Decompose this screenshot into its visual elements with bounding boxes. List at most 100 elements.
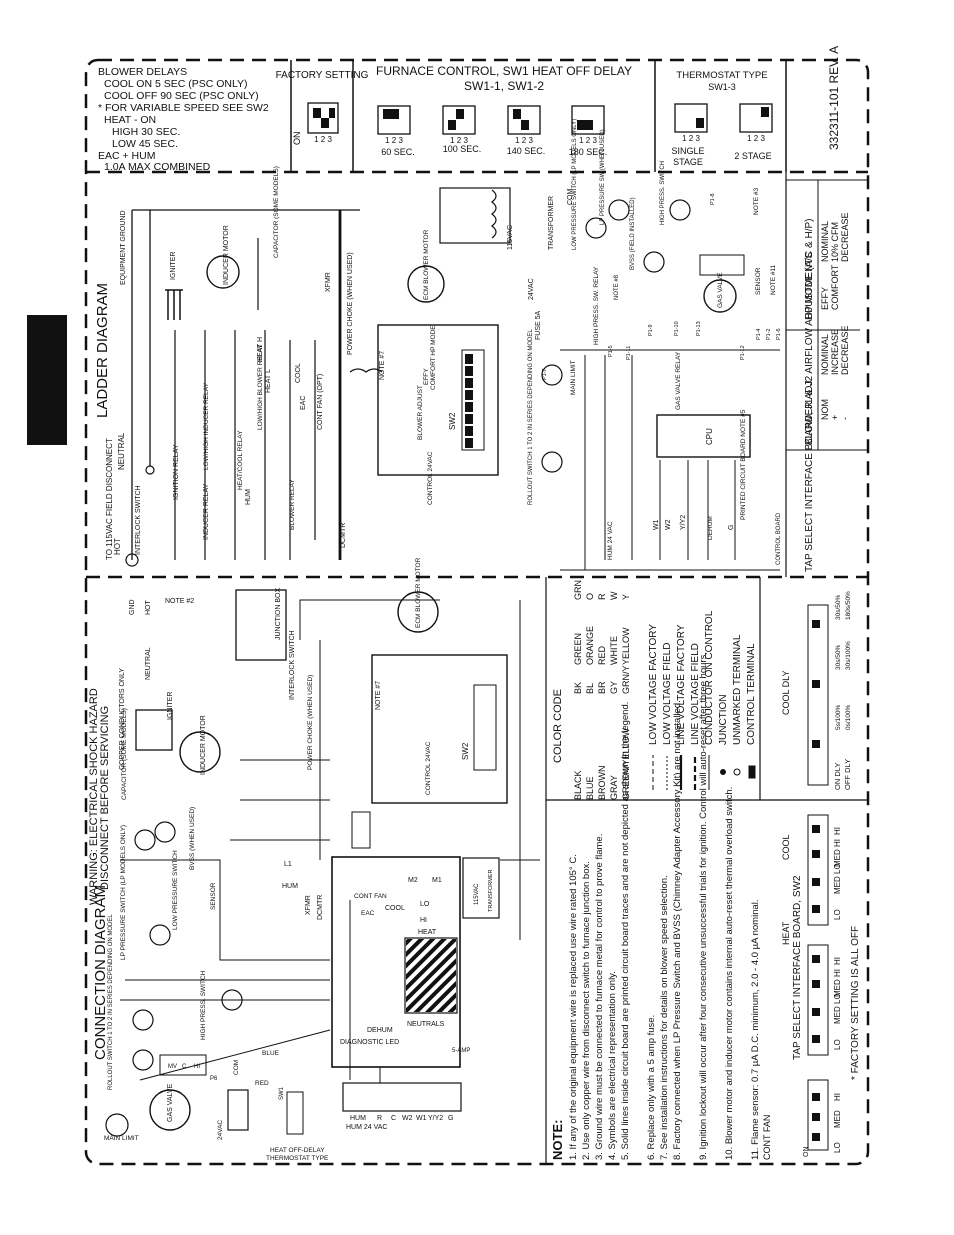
- svg-text:0s/100%: 0s/100%: [845, 704, 852, 730]
- delay-dip-100: 1 2 3 100 SEC.: [442, 105, 481, 154]
- svg-text:BK: BK: [573, 682, 583, 694]
- svg-text:30s/50%: 30s/50%: [835, 594, 842, 620]
- svg-text:DECREASE: DECREASE: [840, 325, 850, 375]
- svg-text:BL: BL: [585, 683, 595, 694]
- svg-text:M2: M2: [408, 877, 418, 884]
- svg-text:1.0A MAX COMBINED: 1.0A MAX COMBINED: [104, 161, 211, 173]
- svg-text:TAP SELECT INTERFACE BOARD, SW: TAP SELECT INTERFACE BOARD, SW2: [792, 875, 803, 1060]
- svg-text:1 2 3: 1 2 3: [579, 136, 597, 145]
- svg-text:MED HI: MED HI: [833, 839, 842, 867]
- svg-text:MED: MED: [833, 1110, 842, 1128]
- svg-text:COM: COM: [567, 189, 574, 206]
- tap-group-cool-dly: COOL DLY ON DLY OFF DLY 5s/100% 0s/100% …: [781, 591, 852, 790]
- svg-text:1. If any of the original equ: 1. If any of the original equipment wire…: [568, 854, 579, 1160]
- ladder-title: LADDER DIAGRAM: [94, 283, 111, 418]
- svg-text:DEHUM: DEHUM: [707, 516, 714, 540]
- color-code: COLOR CODE BLACK BLUE BROWN GRAY GREEN/Y…: [552, 580, 757, 800]
- svg-text:BLOWER DELAYS: BLOWER DELAYS: [98, 66, 187, 78]
- svg-text:INDUCER MOTOR: INDUCER MOTOR: [223, 225, 230, 285]
- svg-text:LO: LO: [420, 901, 430, 908]
- svg-text:* FOR VARIABLE SPEED SEE SW2: * FOR VARIABLE SPEED SEE SW2: [98, 102, 269, 114]
- svg-text:HI: HI: [420, 917, 427, 924]
- svg-text:GRAY: GRAY: [609, 775, 619, 800]
- factory-setting-box: FACTORY SETTING ON 1 2 3: [276, 70, 369, 145]
- svg-text:2. Use only copper wire from: 2. Use only copper wire from disconnect …: [581, 861, 592, 1160]
- thermostat-sub: SW1-3: [708, 82, 736, 92]
- svg-text:P6: P6: [210, 1076, 218, 1082]
- svg-text:LINE VOLTAGE FIELD: LINE VOLTAGE FIELD: [690, 643, 701, 745]
- svg-text:LOW/HIGH BLOWER RELAY: LOW/HIGH BLOWER RELAY: [257, 344, 264, 430]
- factory-setting-label: FACTORY SETTING: [276, 70, 369, 81]
- ladder-diagram: LADDER DIAGRAM TO 115VAC FIELD DISCONNEC…: [94, 119, 782, 571]
- svg-text:W2: W2: [402, 1115, 413, 1122]
- svg-text:NOTE #3: NOTE #3: [753, 188, 760, 215]
- tap-group-cont-fan: CONT FAN LO MED HI ON: [762, 1079, 842, 1160]
- svg-text:C: C: [182, 1064, 187, 1070]
- svg-text:GND: GND: [129, 599, 136, 615]
- svg-text:11. Flame sensor: 0.7 µA D.C.: 11. Flame sensor: 0.7 µA D.C. minimum, 2…: [750, 899, 761, 1160]
- svg-text:HIGH PRESS. SW. RELAY: HIGH PRESS. SW. RELAY: [593, 266, 600, 345]
- svg-text:LO: LO: [833, 1039, 842, 1050]
- svg-text:ON: ON: [803, 1147, 810, 1158]
- svg-text:DCMTR: DCMTR: [317, 895, 324, 920]
- svg-text:LO: LO: [833, 909, 842, 920]
- svg-text:EFFY: EFFY: [423, 368, 430, 385]
- svg-text:W2: W2: [665, 519, 672, 530]
- svg-text:HEAT H: HEAT H: [257, 337, 264, 362]
- warning-text-2: DISCONNECT BEFORE SERVICING: [99, 706, 111, 890]
- svg-text:G: G: [728, 525, 735, 530]
- svg-text:P1-11: P1-11: [626, 346, 632, 360]
- svg-text:HOT: HOT: [145, 600, 152, 616]
- svg-text:DECREASE: DECREASE: [840, 212, 850, 262]
- connection-wires: [120, 599, 540, 1083]
- svg-text:W1: W1: [653, 519, 660, 530]
- svg-text:60 SEC.: 60 SEC.: [381, 147, 415, 157]
- svg-text:INDUCER RELAY: INDUCER RELAY: [203, 483, 210, 540]
- svg-text:HP MODE (A/C & H/P): HP MODE (A/C & H/P): [804, 219, 815, 321]
- svg-text:LOW VOLTAGE FIELD: LOW VOLTAGE FIELD: [662, 643, 673, 745]
- svg-text:30s/50%: 30s/50%: [835, 644, 842, 670]
- svg-text:GAS VALVE RELAY: GAS VALVE RELAY: [675, 351, 682, 410]
- svg-text:MED LO: MED LO: [833, 863, 842, 894]
- svg-text:HIGH PRESS. SWITCH: HIGH PRESS. SWITCH: [200, 970, 207, 1040]
- svg-text:SW2: SW2: [461, 742, 470, 760]
- svg-text:BVSS (FIELD INSTALLED): BVSS (FIELD INSTALLED): [630, 197, 636, 270]
- tap-select-j1j2: TAP SELECT INTERFACE BOARD, J1 & J2 AIRF…: [786, 179, 868, 572]
- svg-text:LP PRESSURE SWITCH (LP MODELS: LP PRESSURE SWITCH (LP MODELS ONLY): [120, 825, 127, 960]
- svg-text:IGNITER: IGNITER: [167, 692, 174, 720]
- thermostat-title: THERMOSTAT TYPE: [676, 70, 767, 81]
- svg-text:LOW PRESSURE SWITCH: LOW PRESSURE SWITCH: [172, 850, 179, 930]
- svg-text:HOT: HOT: [113, 538, 122, 555]
- svg-text:BLOWER RELAY: BLOWER RELAY: [289, 479, 296, 530]
- delay-dip-140: 1 2 3 140 SEC.: [507, 105, 545, 156]
- svg-text:NOTE:: NOTE:: [550, 1120, 565, 1160]
- svg-text:G: G: [448, 1115, 453, 1122]
- factory-dip-nums: 1 2 3: [314, 135, 332, 144]
- svg-text:180 SEC.: 180 SEC.: [569, 147, 608, 157]
- svg-text:P1-4: P1-4: [756, 328, 762, 340]
- svg-text:HEAT: HEAT: [418, 929, 437, 936]
- svg-text:GRN: GRN: [573, 580, 583, 600]
- svg-text:EFFY: EFFY: [820, 287, 830, 310]
- svg-text:O: O: [585, 593, 595, 600]
- svg-text:COOL: COOL: [295, 363, 302, 383]
- svg-text:DCMTR: DCMTR: [340, 523, 347, 548]
- svg-text:COM: COM: [233, 1060, 240, 1075]
- svg-text:EAC + HUM: EAC + HUM: [98, 150, 155, 162]
- svg-text:NEUTRAL: NEUTRAL: [145, 647, 152, 680]
- svg-text:ECM BLOWER MOTOR: ECM BLOWER MOTOR: [423, 229, 430, 300]
- svg-text:9. Ignition lockout will occu: 9. Ignition lockout will occur after fou…: [698, 652, 709, 1160]
- svg-text:ROLLOUT SWITCH 1 TO 2 IN SERIE: ROLLOUT SWITCH 1 TO 2 IN SERIES DEPENDIN…: [108, 914, 114, 1090]
- svg-text:1 2 3: 1 2 3: [450, 136, 468, 145]
- svg-text:HEAT - ON: HEAT - ON: [104, 114, 156, 126]
- doc-number: 332311-101 REV. A: [827, 46, 841, 150]
- svg-text:Y/Y2: Y/Y2: [680, 515, 687, 530]
- svg-text:BVSS (WHEN USED): BVSS (WHEN USED): [189, 807, 196, 870]
- svg-text:IGNITER: IGNITER: [170, 252, 177, 280]
- svg-text:CONT FAN: CONT FAN: [354, 893, 387, 900]
- svg-text:FUSE 5A: FUSE 5A: [535, 310, 542, 340]
- svg-text:ECM BLOWER MOTOR: ECM BLOWER MOTOR: [415, 557, 422, 628]
- on-label: ON: [292, 132, 302, 146]
- svg-text:HEAT/COOL RELAY: HEAT/COOL RELAY: [237, 430, 244, 490]
- svg-text:HEAT OFF-DELAY: HEAT OFF-DELAY: [270, 1147, 325, 1154]
